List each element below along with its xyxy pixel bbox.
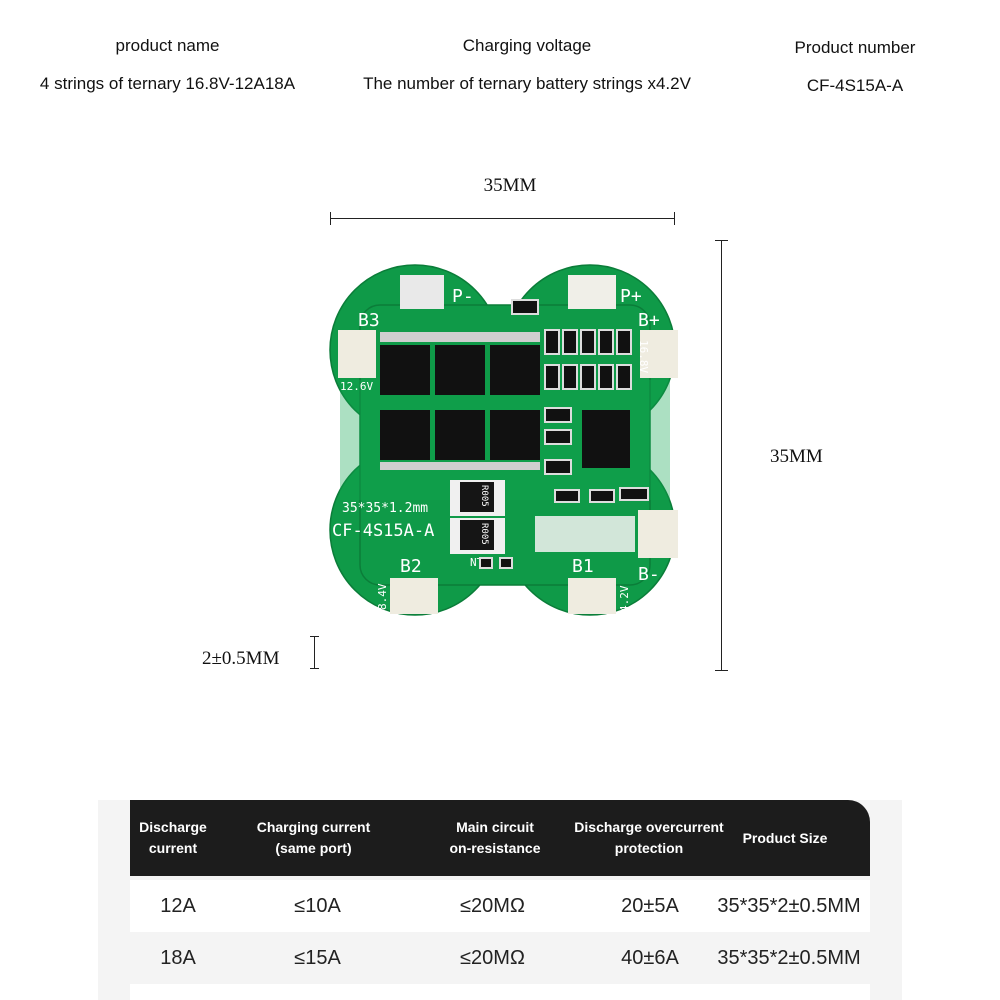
label-p-minus: P- xyxy=(452,286,474,307)
pad-p-plus xyxy=(568,275,616,309)
label-b2: B2 xyxy=(400,556,422,577)
label-4-2v: 4.2V xyxy=(618,585,631,612)
charging-voltage-label: Charging voltage xyxy=(462,36,592,55)
cell-product-size: 35*35*2±0.5MM xyxy=(717,894,861,917)
header-product-size: Product Size xyxy=(742,829,828,846)
mosfet-array xyxy=(380,345,540,460)
label-16-8v: 16.8V xyxy=(637,340,650,373)
width-dimension-label: 35MM xyxy=(483,175,537,196)
table-row: 12A ≤10A ≤20MΩ 20±5A 35*35*2±0.5MM xyxy=(130,880,870,932)
thickness-dimension-line xyxy=(314,636,315,668)
shunt-resistor-2 xyxy=(460,520,494,550)
label-b3: B3 xyxy=(358,310,380,331)
pad-b1 xyxy=(568,578,616,614)
cell-on-resistance: ≤20MΩ xyxy=(460,946,525,969)
resistor-array xyxy=(544,329,632,390)
product-number-value: CF-4S15A-A xyxy=(806,76,904,95)
cell-overcurrent: 40±6A xyxy=(621,946,679,969)
shunt-label-2: R005 xyxy=(479,523,489,545)
label-board-size: 35*35*1.2mm xyxy=(342,501,428,516)
cell-on-resistance: ≤20MΩ xyxy=(460,894,525,917)
cell-discharge-current: 12A xyxy=(160,894,196,917)
label-board-model: CF-4S15A-A xyxy=(332,521,434,541)
cell-discharge-current: 18A xyxy=(160,946,196,969)
height-dimension-tick-top xyxy=(715,240,728,241)
cell-overcurrent: 20±5A xyxy=(621,894,679,917)
height-dimension-label: 35MM xyxy=(770,446,823,467)
protection-ic xyxy=(582,410,630,468)
label-p-plus: P+ xyxy=(620,286,642,307)
thickness-dimension-tick-top xyxy=(310,636,319,637)
charging-voltage-value: The number of ternary battery strings x4… xyxy=(363,74,691,93)
product-name-label: product name xyxy=(115,36,220,55)
product-name-block: product name 4 strings of ternary 16.8V-… xyxy=(0,36,335,93)
product-number-label: Product number xyxy=(794,38,916,57)
label-8-4v: 8.4V xyxy=(376,583,389,610)
label-12-6v: 12.6V xyxy=(340,380,373,393)
thickness-dimension-label: 2±0.5MM xyxy=(202,648,280,669)
label-b-plus: B+ xyxy=(638,310,660,331)
width-dimension-tick-right xyxy=(674,212,675,225)
width-dimension-line xyxy=(330,218,675,219)
cell-product-size: 35*35*2±0.5MM xyxy=(717,946,861,969)
product-name-value: 4 strings of ternary 16.8V-12A18A xyxy=(39,74,296,93)
pad-b3 xyxy=(338,330,376,378)
header-charging-current: Charging current(same port) xyxy=(256,819,371,856)
label-b-minus: B- xyxy=(638,564,660,585)
pad-b-minus xyxy=(638,510,678,558)
thickness-dimension-tick-bottom xyxy=(310,668,319,669)
width-dimension-tick-left xyxy=(330,212,331,225)
pad-b-plus xyxy=(640,330,678,378)
shunt-resistor-1 xyxy=(460,482,494,512)
glare-area xyxy=(535,516,635,552)
label-b1: B1 xyxy=(572,556,594,577)
product-number-block: Product number CF-4S15A-A xyxy=(755,38,955,95)
bms-board-image: P- P+ B3 B+ B- B2 B1 12.6V NTC 16.8V 8.4… xyxy=(329,264,678,616)
table-row-partial xyxy=(130,984,870,1000)
height-dimension-line xyxy=(721,240,722,670)
table-row: 18A ≤15A ≤20MΩ 40±6A 35*35*2±0.5MM xyxy=(130,932,870,984)
cell-charging-current: ≤10A xyxy=(294,894,341,917)
smd-components xyxy=(479,299,649,569)
pad-b2 xyxy=(390,578,438,614)
shunt-label-1: R005 xyxy=(479,485,489,507)
cell-charging-current: ≤15A xyxy=(294,946,341,969)
pad-p-minus xyxy=(400,275,444,309)
height-dimension-tick-bottom xyxy=(715,670,728,671)
charging-voltage-block: Charging voltage The number of ternary b… xyxy=(320,36,734,93)
